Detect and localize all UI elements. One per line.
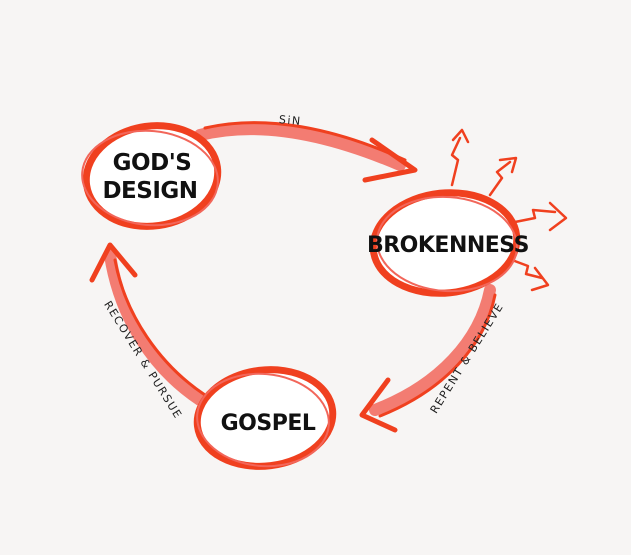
edge-label-repent-believe: REPENT & BELIEVE bbox=[428, 300, 507, 415]
node-gospel-label: GOSPEL bbox=[221, 411, 316, 436]
node-gods-design: GOD'S DESIGN bbox=[81, 122, 222, 230]
node-brokenness-label: BROKENNESS bbox=[367, 233, 529, 258]
node-brokenness: BROKENNESS bbox=[367, 189, 530, 297]
node-gospel: GOSPEL bbox=[193, 366, 337, 470]
arrow-recover-pursue bbox=[89, 242, 207, 406]
edge-label-sin: SiN bbox=[278, 113, 302, 128]
arrow-repent-believe bbox=[359, 284, 497, 433]
node-gods-design-line2: DESIGN bbox=[102, 178, 197, 204]
node-gods-design-line1: GOD'S bbox=[113, 150, 192, 176]
zigzag-arrow-burst-icon bbox=[450, 128, 568, 292]
edge-label-recover-pursue: RECOVER & PURSUE bbox=[101, 299, 184, 422]
arrow-sin bbox=[194, 121, 418, 183]
